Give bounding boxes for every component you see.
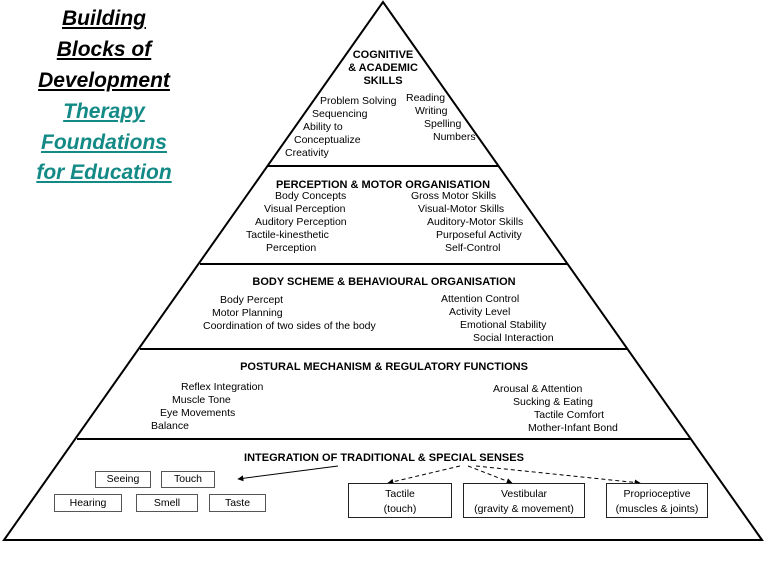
sense-box-touch: Touch xyxy=(161,471,215,488)
cognitive-heading-line-3: SKILLS xyxy=(363,75,403,87)
perception-right-item: Auditory-Motor Skills xyxy=(427,216,524,228)
postural-left-item: Muscle Tone xyxy=(172,394,231,406)
cognitive-left-item: Problem Solving xyxy=(320,95,397,107)
cognitive-right-item: Spelling xyxy=(424,118,462,130)
perception-left-item: Tactile-kinesthetic xyxy=(246,229,329,241)
perception-left-item: Perception xyxy=(266,242,317,254)
perception-right-item: Purposeful Activity xyxy=(436,229,522,241)
title-line-5: Foundations xyxy=(41,131,167,154)
cognitive-left-item: Ability to xyxy=(303,121,343,133)
postural-right-item: Arousal & Attention xyxy=(493,383,583,395)
special-sense-detail: (touch) xyxy=(383,503,417,515)
perception-left-item: Auditory Perception xyxy=(255,216,347,228)
arrow-traditional xyxy=(237,465,339,482)
sense-box-seeing: Seeing xyxy=(95,471,151,488)
special-sense-proprioceptive: Proprioceptive (muscles & joints) xyxy=(606,483,708,518)
body-scheme-right-item: Attention Control xyxy=(441,293,520,305)
title-line-3: Development xyxy=(38,69,170,92)
body-scheme-right-item: Activity Level xyxy=(449,306,511,318)
body-scheme-heading: BODY SCHEME & BEHAVIOURAL ORGANISATION xyxy=(252,276,516,288)
special-sense-name: Proprioceptive xyxy=(623,488,691,500)
perception-left-item: Visual Perception xyxy=(264,203,346,215)
body-scheme-left-item: Motor Planning xyxy=(212,307,283,319)
postural-left-item: Eye Movements xyxy=(160,407,236,419)
body-scheme-left-item: Coordination of two sides of the body xyxy=(203,320,376,332)
body-scheme-left-item: Body Percept xyxy=(220,294,284,306)
perception-right-item: Visual-Motor Skills xyxy=(418,203,505,215)
title-line-2: Blocks of xyxy=(56,38,152,61)
special-sense-name: Tactile xyxy=(385,488,415,500)
postural-left-item: Balance xyxy=(151,420,189,432)
body-scheme-right-item: Emotional Stability xyxy=(460,319,547,331)
postural-right-item: Mother-Infant Bond xyxy=(528,422,618,434)
title-line-4: Therapy xyxy=(63,100,145,123)
perception-right-item: Gross Motor Skills xyxy=(411,190,497,202)
special-sense-detail: (muscles & joints) xyxy=(615,503,699,515)
cognitive-right-item: Reading xyxy=(406,92,446,104)
cognitive-heading: COGNITIVE & ACADEMIC SKILLS xyxy=(333,49,433,88)
cognitive-left-item: Sequencing xyxy=(312,108,368,120)
perception-heading: PERCEPTION & MOTOR ORGANISATION xyxy=(275,179,491,191)
postural-right-item: Tactile Comfort xyxy=(534,409,605,421)
title-line-6: for Education xyxy=(36,161,172,184)
arrow-vestibular xyxy=(467,465,513,484)
cognitive-left-item: Conceptualize xyxy=(294,134,361,146)
perception-left-item: Body Concepts xyxy=(275,190,347,202)
cognitive-right-item: Writing xyxy=(415,105,448,117)
postural-heading: POSTURAL MECHANISM & REGULATORY FUNCTION… xyxy=(240,361,528,373)
cognitive-right-item: Numbers xyxy=(433,131,476,143)
sense-box-taste: Taste xyxy=(209,494,266,512)
special-sense-tactile: Tactile (touch) xyxy=(348,483,452,518)
special-sense-name: Vestibular xyxy=(500,488,548,500)
sense-box-smell: Smell xyxy=(136,494,198,512)
arrow-tactile xyxy=(387,465,461,485)
special-sense-detail: (gravity & movement) xyxy=(474,503,574,515)
sense-box-hearing: Hearing xyxy=(54,494,122,512)
senses-heading: INTEGRATION OF TRADITIONAL & SPECIAL SEN… xyxy=(244,452,524,464)
special-sense-vestibular: Vestibular (gravity & movement) xyxy=(463,483,585,518)
cognitive-left-item: Creativity xyxy=(285,147,329,159)
postural-right-item: Sucking & Eating xyxy=(513,396,593,408)
title-line-1: Building xyxy=(62,7,146,30)
cognitive-heading-line-2: & ACADEMIC xyxy=(348,62,418,74)
cognitive-heading-line-1: COGNITIVE xyxy=(352,49,414,61)
perception-right-item: Self-Control xyxy=(445,242,501,254)
postural-left-item: Reflex Integration xyxy=(181,381,264,393)
body-scheme-right-item: Social Interaction xyxy=(473,332,554,344)
pyramid-outline xyxy=(2,0,764,541)
